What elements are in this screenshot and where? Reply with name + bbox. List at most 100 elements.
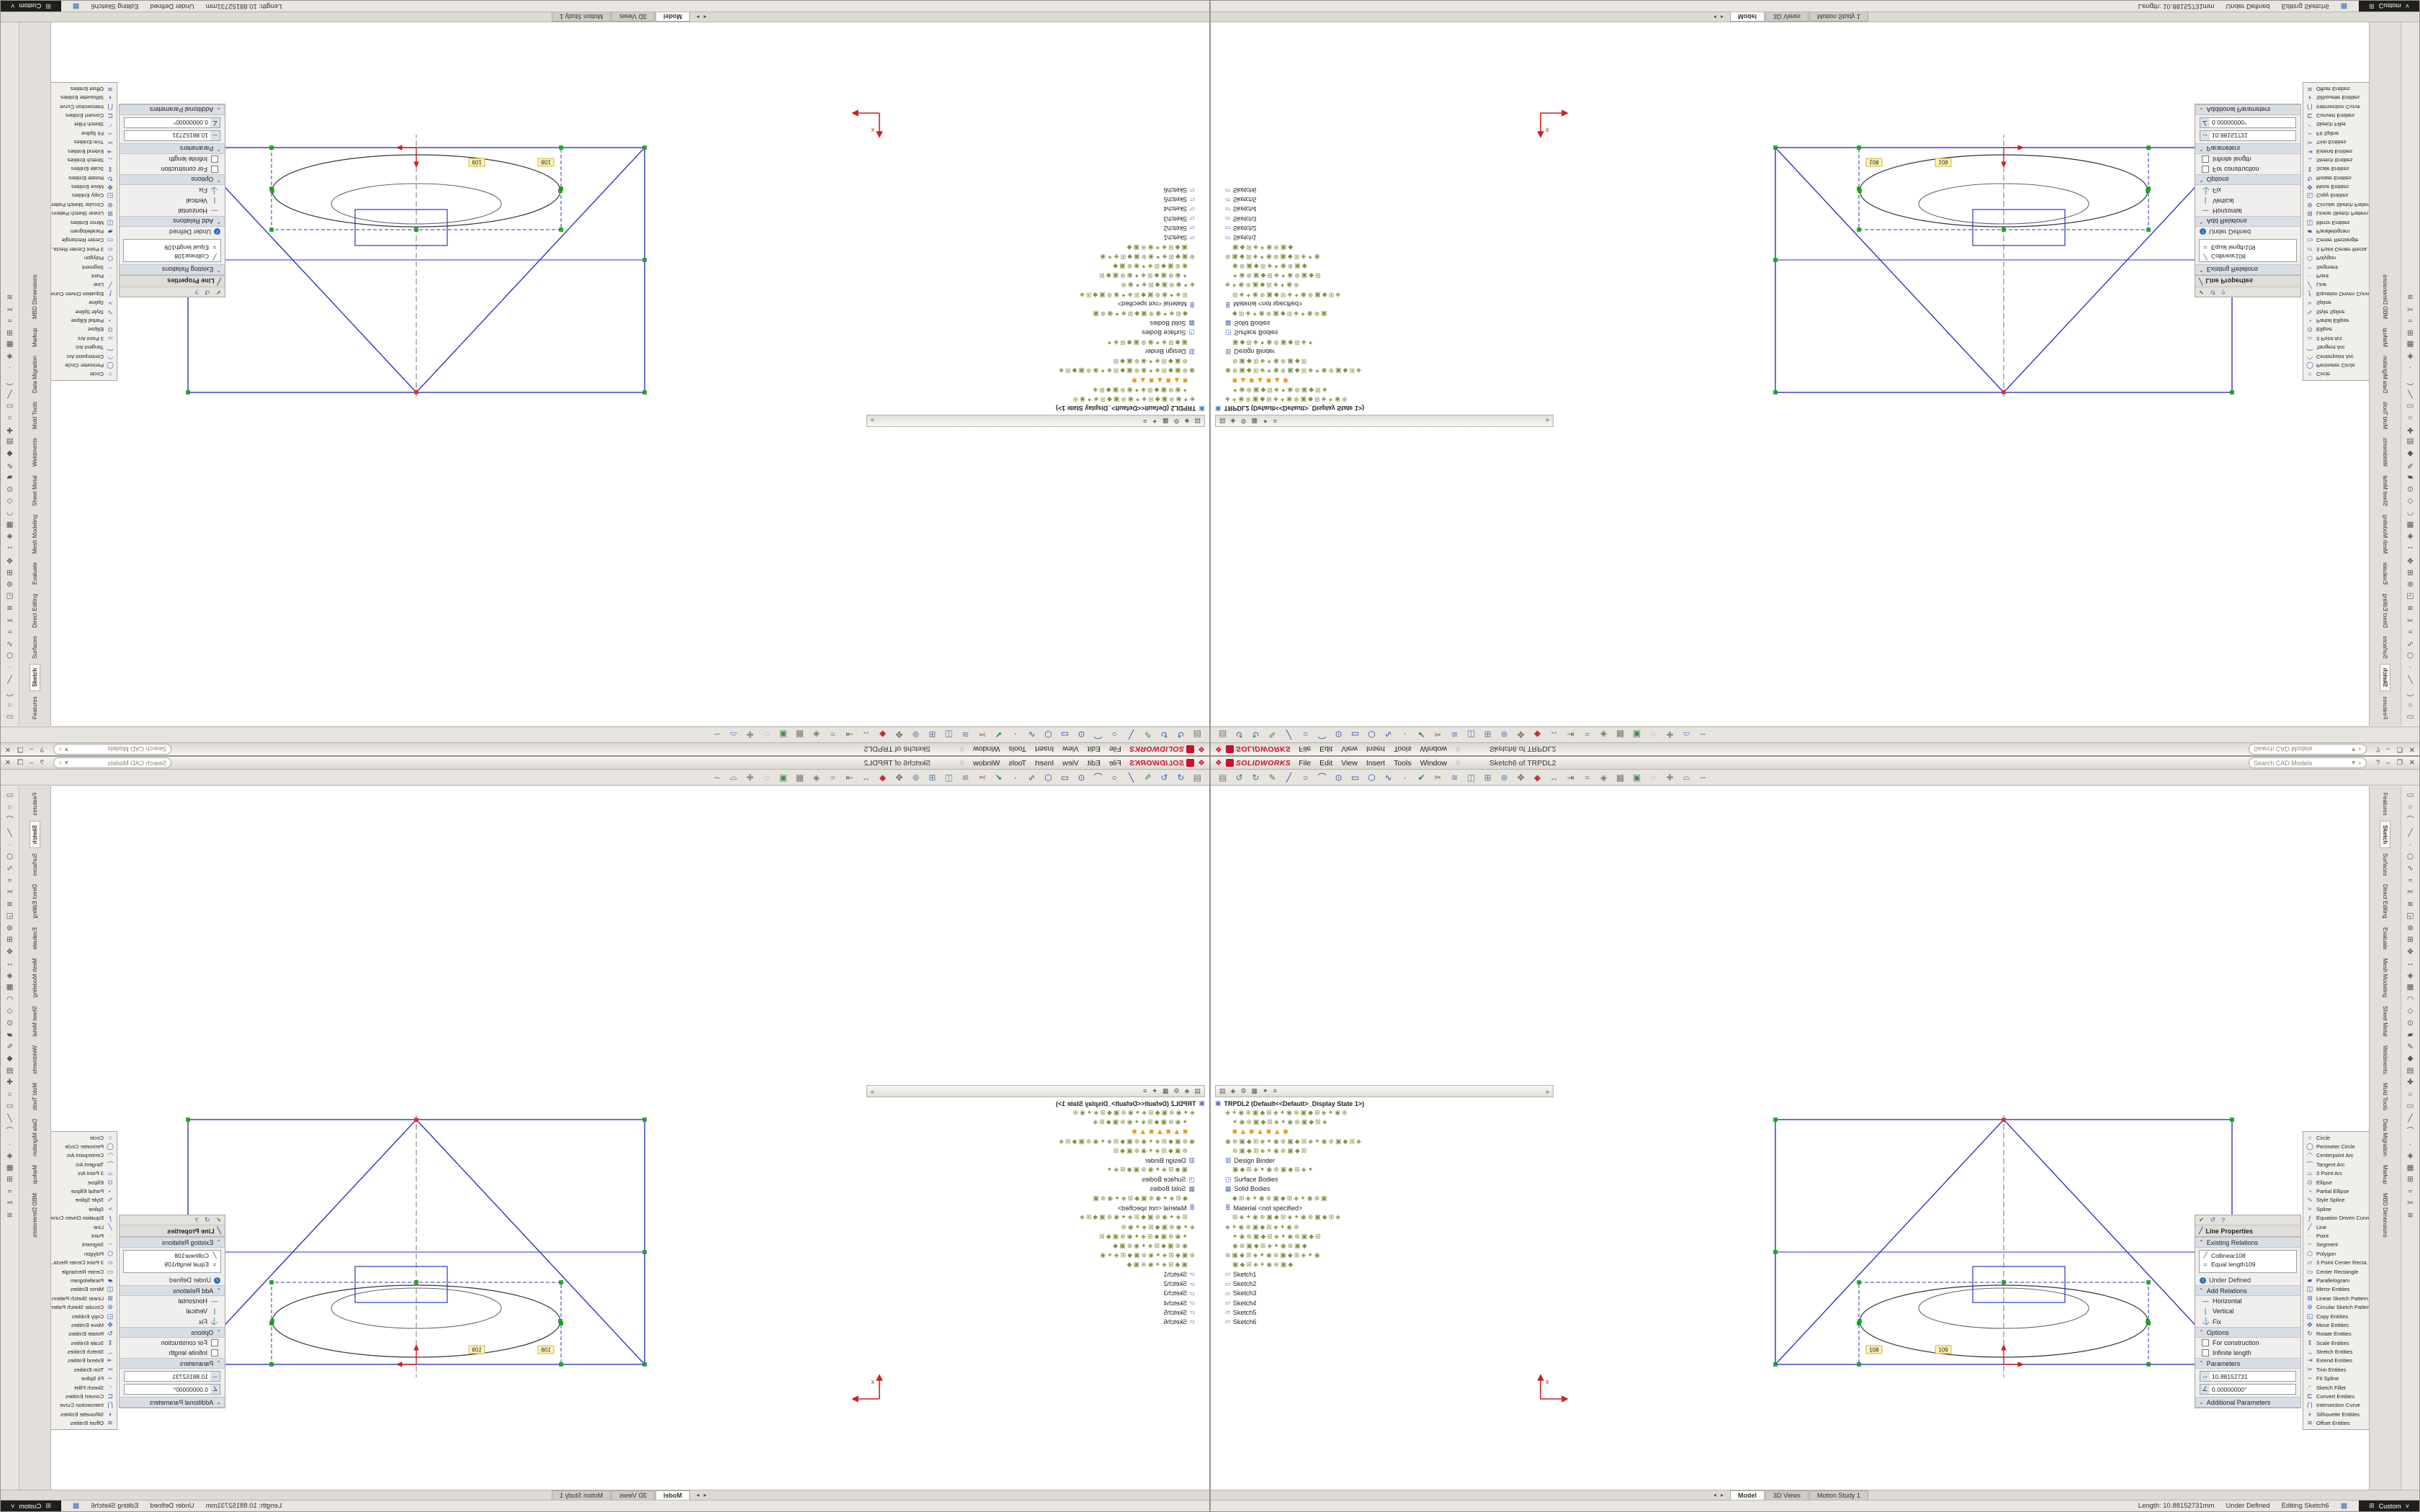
tree-row[interactable]: ▱ Sketch5 (866, 1308, 1205, 1317)
tree-row[interactable]: ✦◉⊕▣◆⊞◈✦◉⊕▣◆⊞ (866, 1232, 1205, 1241)
model-tab[interactable]: 3D Views (611, 12, 655, 22)
edge-tool-icon[interactable]: ↔ (2406, 959, 2414, 968)
edge-tool-icon[interactable]: ↔ (2406, 544, 2414, 553)
edge-tool-icon[interactable]: ∿ (6, 864, 13, 873)
edge-tool-icon[interactable]: ≋ (2407, 899, 2414, 909)
pm-help-icon[interactable]: ? (194, 288, 199, 296)
edge-tool-icon[interactable]: ◈ (6, 352, 13, 361)
edge-tool-icon[interactable]: ⊞ (6, 328, 13, 337)
commandmanager-tab[interactable]: Data Migration (2382, 1119, 2388, 1157)
command-icon[interactable]: ∽ (713, 772, 721, 783)
tree-row[interactable]: ▱ Sketch5 (1215, 195, 1554, 204)
command-icon[interactable]: ✔ (995, 729, 1003, 740)
commandmanager-tab[interactable]: Features (2382, 696, 2388, 719)
command-icon[interactable]: ⌓ (1682, 730, 1690, 740)
edge-tool-icon[interactable]: ◈ (6, 1151, 13, 1160)
edge-tool-icon[interactable]: ⊙ (2407, 485, 2414, 494)
sketch-tool[interactable]: ◫ Mirror Entities (50, 218, 117, 227)
command-icon[interactable]: ◫ (944, 729, 954, 740)
sketch-tool[interactable]: ⌒ Tangent Arc (50, 1160, 117, 1169)
tree-row[interactable]: ◳ Surface Bodies (1215, 1175, 1554, 1184)
sketch-tool[interactable]: ⬡ Polygon (2303, 254, 2370, 263)
menu-item[interactable]: Insert (1034, 758, 1054, 768)
pm-help-icon[interactable]: ? (194, 1216, 199, 1224)
add-relation-button[interactable]: ⚓ Fix (120, 185, 225, 196)
sketch-tool[interactable]: ƒ Equation Driven Curve (2303, 289, 2370, 298)
command-icon[interactable]: ◫ (944, 772, 954, 783)
command-icon[interactable]: ⌒ (1093, 773, 1103, 783)
edge-tool-icon[interactable]: ◇ (2407, 1007, 2414, 1015)
command-icon[interactable]: ↔ (861, 772, 871, 783)
command-icon[interactable]: ◌ (763, 729, 770, 740)
commandmanager-tab[interactable]: Weldments (32, 1045, 38, 1074)
tree-row[interactable]: ▦ Solid Bodies (1215, 1184, 1554, 1194)
panel-tab-icon[interactable]: ▤ (1194, 1087, 1201, 1094)
edge-tool-icon[interactable]: ✚ (2407, 1078, 2414, 1086)
sketch-tool[interactable]: ⋂ Intersection Curve (2303, 102, 2370, 111)
edge-tool-icon[interactable]: ⊙ (6, 1018, 13, 1027)
tree-row[interactable]: ■▲■▲■▲■ (1215, 375, 1554, 384)
sketch-tool[interactable]: ↔ Stretch Entities (2303, 156, 2370, 164)
inner-rectangle[interactable] (354, 209, 448, 246)
command-icon[interactable]: ⌓ (730, 730, 738, 740)
section-existing-relations[interactable]: ⌃ Existing Relations (120, 1237, 225, 1248)
tree-row[interactable]: ◉⊕▣◆⊞◈✦◉⊕▣◆ (1215, 1241, 1554, 1251)
edge-tool-icon[interactable]: ◠ (2406, 508, 2414, 518)
undo-icon[interactable]: ↺ (204, 289, 210, 296)
section-add-relations[interactable]: ⌃ Add Relations (120, 216, 225, 227)
help-icon[interactable]: ? (2375, 759, 2380, 767)
edge-tool-icon[interactable]: ≋ (6, 603, 13, 613)
command-icon[interactable]: ◫ (1466, 729, 1476, 740)
sketch-tool[interactable]: ⌓ 3 Point Arc (2303, 1169, 2370, 1178)
tree-row[interactable]: ◈✦◉⊕▣◆⊞◈✦◉⊕▣◆⊞◈✦◉⊕ (866, 1108, 1205, 1117)
edge-tool-icon[interactable]: ≋ (6, 292, 13, 302)
section-add-relations[interactable]: ⌃ Add Relations (2195, 1285, 2300, 1296)
edge-tool-icon[interactable]: ↔ (6, 959, 14, 968)
sketch-tool[interactable]: ◔ Partial Ellipse (2303, 1187, 2370, 1195)
sketch-tool[interactable]: ≈ Spline (2303, 1205, 2370, 1213)
edge-tool-icon[interactable]: ≋ (2407, 292, 2414, 302)
tree-row[interactable]: ▱ Sketch6 (1215, 1317, 1554, 1326)
command-icon[interactable]: ⊙ (1335, 729, 1343, 740)
tree-row[interactable]: ▱ Sketch3 (866, 214, 1205, 223)
command-icon[interactable]: ⊞ (928, 729, 936, 740)
dimension-tag[interactable]: 109 (1935, 1345, 1952, 1354)
app-icon[interactable]: ❖ (1198, 759, 1205, 768)
sketch-tool[interactable]: ◗ Silhouette Entities (2303, 1410, 2370, 1418)
commandmanager-tab[interactable]: Data Migration (32, 355, 38, 393)
edge-tool-icon[interactable]: ○ (7, 1089, 12, 1099)
tree-row[interactable]: ⊞◈✦◉⊕▣◆⊞◈✦◉⊕▣◆⊞◈ (866, 290, 1205, 300)
model-tab[interactable]: 3D Views (1765, 1490, 1809, 1500)
sketch-tool[interactable]: ◔ Partial Ellipse (50, 316, 117, 325)
sketch-tool[interactable]: ⇥ Extend Entities (50, 147, 117, 156)
menu-item[interactable]: File (1108, 744, 1121, 754)
relation-item[interactable]: = Equal length109 (124, 1260, 220, 1269)
command-icon[interactable]: ↻ (1160, 772, 1168, 783)
tree-row[interactable]: ▣◆⊞◈✦◉⊕▣◆ (866, 243, 1205, 252)
tree-row[interactable]: ▱ Sketch2 (1215, 223, 1554, 233)
tree-row[interactable]: ✦◉⊕▣◆⊞◈✦◉⊕▣◆⊞ (866, 271, 1205, 280)
tree-row[interactable]: ✦◉⊕▣◆⊞◈✦◉⊕▣◆⊞ (1215, 1232, 1554, 1241)
panel-tab-icon[interactable]: ▤ (1219, 418, 1226, 425)
add-relation-button[interactable]: | Vertical (2195, 1306, 2300, 1316)
tree-row[interactable]: ◆⊞◈✦◉⊕▣◆⊞◈✦◉⊕▣ (1215, 309, 1554, 318)
sketch-tool[interactable]: ⊙ Ellipse (2303, 1178, 2370, 1187)
commandmanager-tab[interactable]: Sketch (30, 820, 40, 848)
sketch-tool[interactable]: ⊞ Linear Sketch Pattern (2303, 210, 2370, 218)
model-tab[interactable]: Motion Study 1 (1809, 1490, 1868, 1500)
edge-tool-icon[interactable]: ✂ (2407, 1199, 2414, 1207)
add-relation-button[interactable]: — Horizontal (120, 206, 225, 216)
edge-tool-icon[interactable]: ≋ (2407, 1210, 2414, 1220)
commandmanager-tab[interactable]: Direct Editing (32, 593, 38, 628)
edge-tool-icon[interactable]: · (2408, 364, 2412, 373)
parameter-field[interactable]: ∠ 0.00000000° (2200, 1384, 2296, 1395)
command-icon[interactable]: ○ (1111, 729, 1118, 740)
sketch-tool[interactable]: ◱ Copy Entities (2303, 192, 2370, 200)
add-relation-button[interactable]: — Horizontal (2195, 1296, 2300, 1306)
search-box[interactable]: Search CAD Models ▾ ⌕ (2248, 744, 2367, 755)
command-icon[interactable]: ↔ (1549, 729, 1559, 740)
command-icon[interactable]: ∿ (1028, 772, 1036, 783)
edge-tool-icon[interactable]: ≋ (2407, 603, 2414, 613)
tree-row[interactable]: ≣ Material <not specified> (1215, 300, 1554, 309)
tree-row[interactable]: ▱ Sketch5 (866, 195, 1205, 204)
